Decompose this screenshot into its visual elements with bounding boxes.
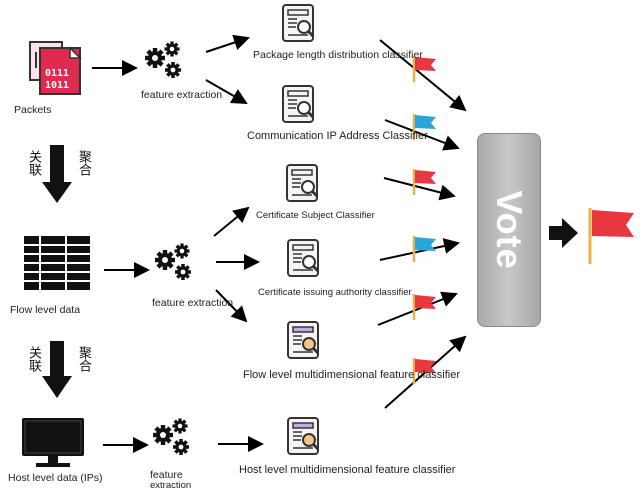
packet-bits-1: 0111: [45, 68, 70, 79]
vote-box: Vote: [477, 133, 541, 327]
packets-icon: [29, 41, 82, 95]
classifier-icon-4: [286, 238, 320, 278]
classifier-icon-5: [286, 320, 320, 360]
correlation-label-2: 关联: [26, 346, 41, 372]
classifier-label-3: Certificate Subject Classifier: [256, 210, 375, 221]
down-arrow-2: [42, 341, 72, 398]
classifier-label-2: Communication IP Address Classifier: [247, 130, 428, 142]
feature-extraction-label-3b: extraction: [150, 480, 192, 491]
vote-label: Vote: [489, 190, 530, 270]
feature-extraction-label-2: feature extraction: [152, 297, 234, 309]
classifier-label-4: Certificate issuing authority classifier: [258, 287, 412, 298]
host-level-data-label: Host level data (IPs): [8, 472, 103, 484]
monitor-icon: [22, 418, 84, 467]
classifier-label-6: Host level multidimensional feature clas…: [239, 464, 456, 476]
packets-label: Packets: [14, 104, 52, 116]
packet-bits-2: 1011: [45, 80, 70, 91]
classifier-label-5: Flow level multidimensional feature clas…: [243, 369, 461, 381]
blue-flag-icon-2: [412, 234, 438, 264]
classifier-icon-2: [281, 84, 315, 124]
flow-level-data-label: Flow level data: [10, 304, 81, 316]
correlation-label-1: 关联: [26, 150, 41, 176]
flow-table-icon: [24, 236, 90, 290]
red-flag-icon-3: [412, 292, 438, 322]
classifier-icon-1: [281, 3, 315, 43]
output-arrow: [549, 218, 578, 248]
classifier-label-1: Package length distribution classifier: [253, 49, 423, 61]
classifier-icon-3: [285, 163, 319, 203]
down-arrow-1: [42, 145, 72, 203]
aggregation-label-2: 聚合: [76, 346, 91, 372]
gears-icon-1: [145, 42, 181, 79]
flow-arrows: [92, 34, 467, 453]
feature-extraction-label-1: feature extraction: [141, 89, 223, 101]
final-flag-icon: [588, 208, 634, 264]
aggregation-label-1: 聚合: [76, 150, 91, 176]
feature-extraction-label-3a: feature: [150, 469, 183, 481]
classifier-icon-6: [286, 416, 320, 456]
gears-icon-3: [153, 419, 189, 456]
gears-icon-2: [155, 244, 191, 281]
